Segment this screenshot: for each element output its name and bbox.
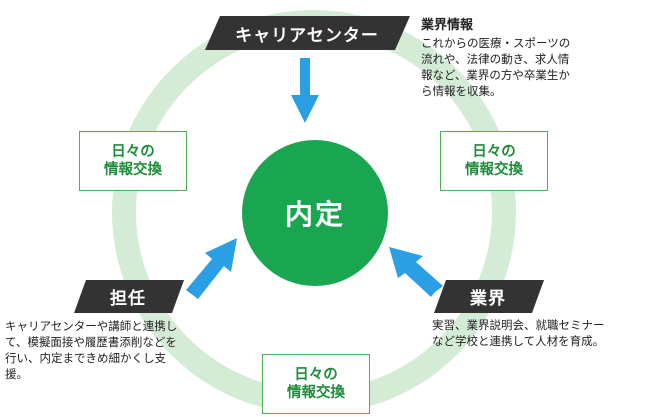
- exchange-line2: 情報交換: [104, 162, 162, 178]
- career-center-label: キャリアセンター: [235, 25, 379, 46]
- gyokai-info: 実習、業界説明会、就職セミナー など学校と連携して人材を育成。: [432, 317, 647, 349]
- industry-info-line: 流れや、法律の動き、求人情: [421, 52, 570, 66]
- tanto-info-line: て、模擬面接や履歴書添削などを: [5, 335, 177, 349]
- tanto-info-line: キャリアセンターや講師と連携し: [5, 319, 178, 333]
- gyokai-info-line: など学校と連携して人材を育成。: [432, 334, 605, 348]
- tanto-label-bg: [74, 280, 184, 313]
- gyokai-label-bg: [434, 280, 544, 313]
- tanto-info-line: 援。: [5, 367, 28, 381]
- exchange-line1: 日々の: [472, 144, 516, 160]
- exchange-line1: 日々の: [294, 367, 338, 383]
- industry-info-title: 業界情報: [421, 18, 474, 33]
- arrow-up-right-icon: [186, 238, 237, 299]
- tanto-label: 担任: [110, 289, 146, 309]
- industry-info-line: 報など、業界の方や卒業生か: [421, 68, 570, 82]
- industry-info-line: ら情報を収集。: [421, 84, 502, 98]
- arrow-down-icon: [291, 58, 319, 123]
- arrow-up-left-icon: [389, 247, 443, 297]
- tanto-info-line: 行い、内定まできめ細かくし支: [5, 351, 166, 365]
- career-center-label-bg: [205, 16, 410, 50]
- gyokai-info-line: 実習、業界説明会、就職セミナー: [432, 318, 605, 332]
- exchange-box-bottom: 日々の 情報交換: [262, 354, 370, 414]
- exchange-line2: 情報交換: [287, 385, 345, 401]
- gyokai-label: 業界: [470, 289, 506, 309]
- exchange-line2: 情報交換: [465, 162, 523, 178]
- exchange-box-left: 日々の 情報交換: [79, 131, 187, 191]
- exchange-box-right: 日々の 情報交換: [440, 131, 548, 191]
- center-circle: [242, 140, 388, 286]
- naitei-label: 内定: [284, 198, 345, 231]
- tanto-info: キャリアセンターや講師と連携し て、模擬面接や履歴書添削などを 行い、内定までき…: [5, 318, 255, 382]
- industry-info: 業界情報 これからの医療・スポーツの 流れや、法律の動き、求人情 報など、業界の…: [421, 18, 643, 99]
- industry-info-line: これからの医療・スポーツの: [421, 36, 571, 50]
- exchange-line1: 日々の: [111, 144, 155, 160]
